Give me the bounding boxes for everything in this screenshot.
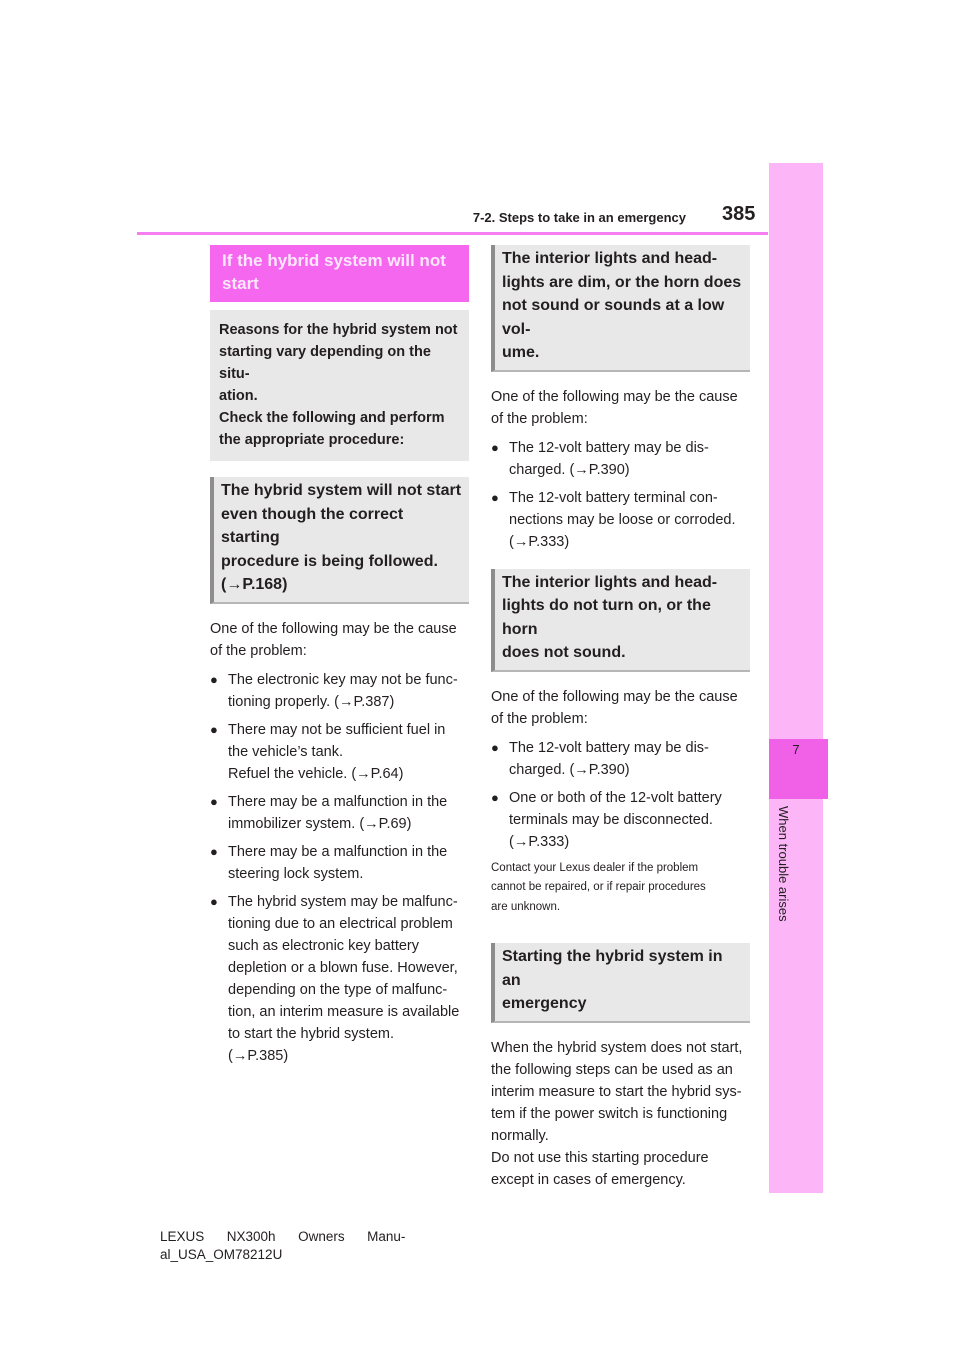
bullet-item: ● The 12-volt battery may be dis- charge… (491, 737, 750, 781)
subheading-emergency-start: Starting the hybrid system in an emergen… (491, 943, 750, 1023)
chapter-number-box (769, 739, 828, 799)
bullet-icon: ● (210, 893, 218, 909)
bullet-icon: ● (491, 789, 499, 805)
cause-lead: One of the following may be the cause of… (491, 688, 738, 727)
bullet-item: ● There may be a malfunction in the immo… (210, 791, 469, 835)
bullet-icon: ● (210, 721, 218, 737)
chapter-number: 7 (792, 742, 800, 757)
main-heading: If the hybrid system will not start (210, 245, 469, 302)
dealer-note: Contact your Lexus dealer if the problem… (491, 861, 706, 913)
footer: LEXUS NX300h Owners Manu- al_USA_OM78212… (160, 1228, 405, 1264)
footer-line: LEXUS NX300h Owners Manu- (160, 1229, 406, 1244)
bullet-icon: ● (210, 793, 218, 809)
intro-box: Reasons for the hybrid system not starti… (210, 310, 469, 461)
bullet-icon: ● (210, 843, 218, 859)
bullet-item: ● The electronic key may not be func- ti… (210, 669, 469, 713)
section-title: 7-2. Steps to take in an emergency (472, 210, 686, 225)
chapter-title: When trouble arises (776, 806, 791, 922)
bullet-item: ● There may not be sufficient fuel in th… (210, 719, 469, 785)
bullet-item: ● One or both of the 12-volt battery ter… (491, 787, 750, 853)
right-column: The interior lights and head- lights are… (491, 245, 750, 1198)
chapter-side-tab (769, 163, 823, 1193)
bullet-icon: ● (491, 439, 499, 455)
bullet-icon: ● (491, 489, 499, 505)
bullet-icon: ● (491, 739, 499, 755)
subheading-lights-dim: The interior lights and head- lights are… (491, 245, 750, 372)
page-number: 385 (722, 203, 756, 225)
footer-line: al_USA_OM78212U (160, 1247, 283, 1262)
header-divider (137, 232, 768, 235)
cause-lead: One of the following may be the cause of… (491, 388, 738, 427)
bullet-icon: ● (210, 671, 218, 687)
bullet-item: ● The 12-volt battery terminal con- nect… (491, 487, 750, 553)
emergency-body: When the hybrid system does not start, t… (491, 1039, 743, 1188)
bullet-item: ● The 12-volt battery may be dis- charge… (491, 437, 750, 481)
subheading-no-start: The hybrid system will not start even th… (210, 477, 469, 604)
subheading-lights-off: The interior lights and head- lights do … (491, 568, 750, 672)
bullet-item: ● The hybrid system may be malfunc- tion… (210, 891, 469, 1067)
cause-lead: One of the following may be the cause of… (210, 620, 457, 659)
left-column: If the hybrid system will not start Reas… (210, 245, 469, 1073)
bullet-item: ● There may be a malfunction in the stee… (210, 841, 469, 885)
